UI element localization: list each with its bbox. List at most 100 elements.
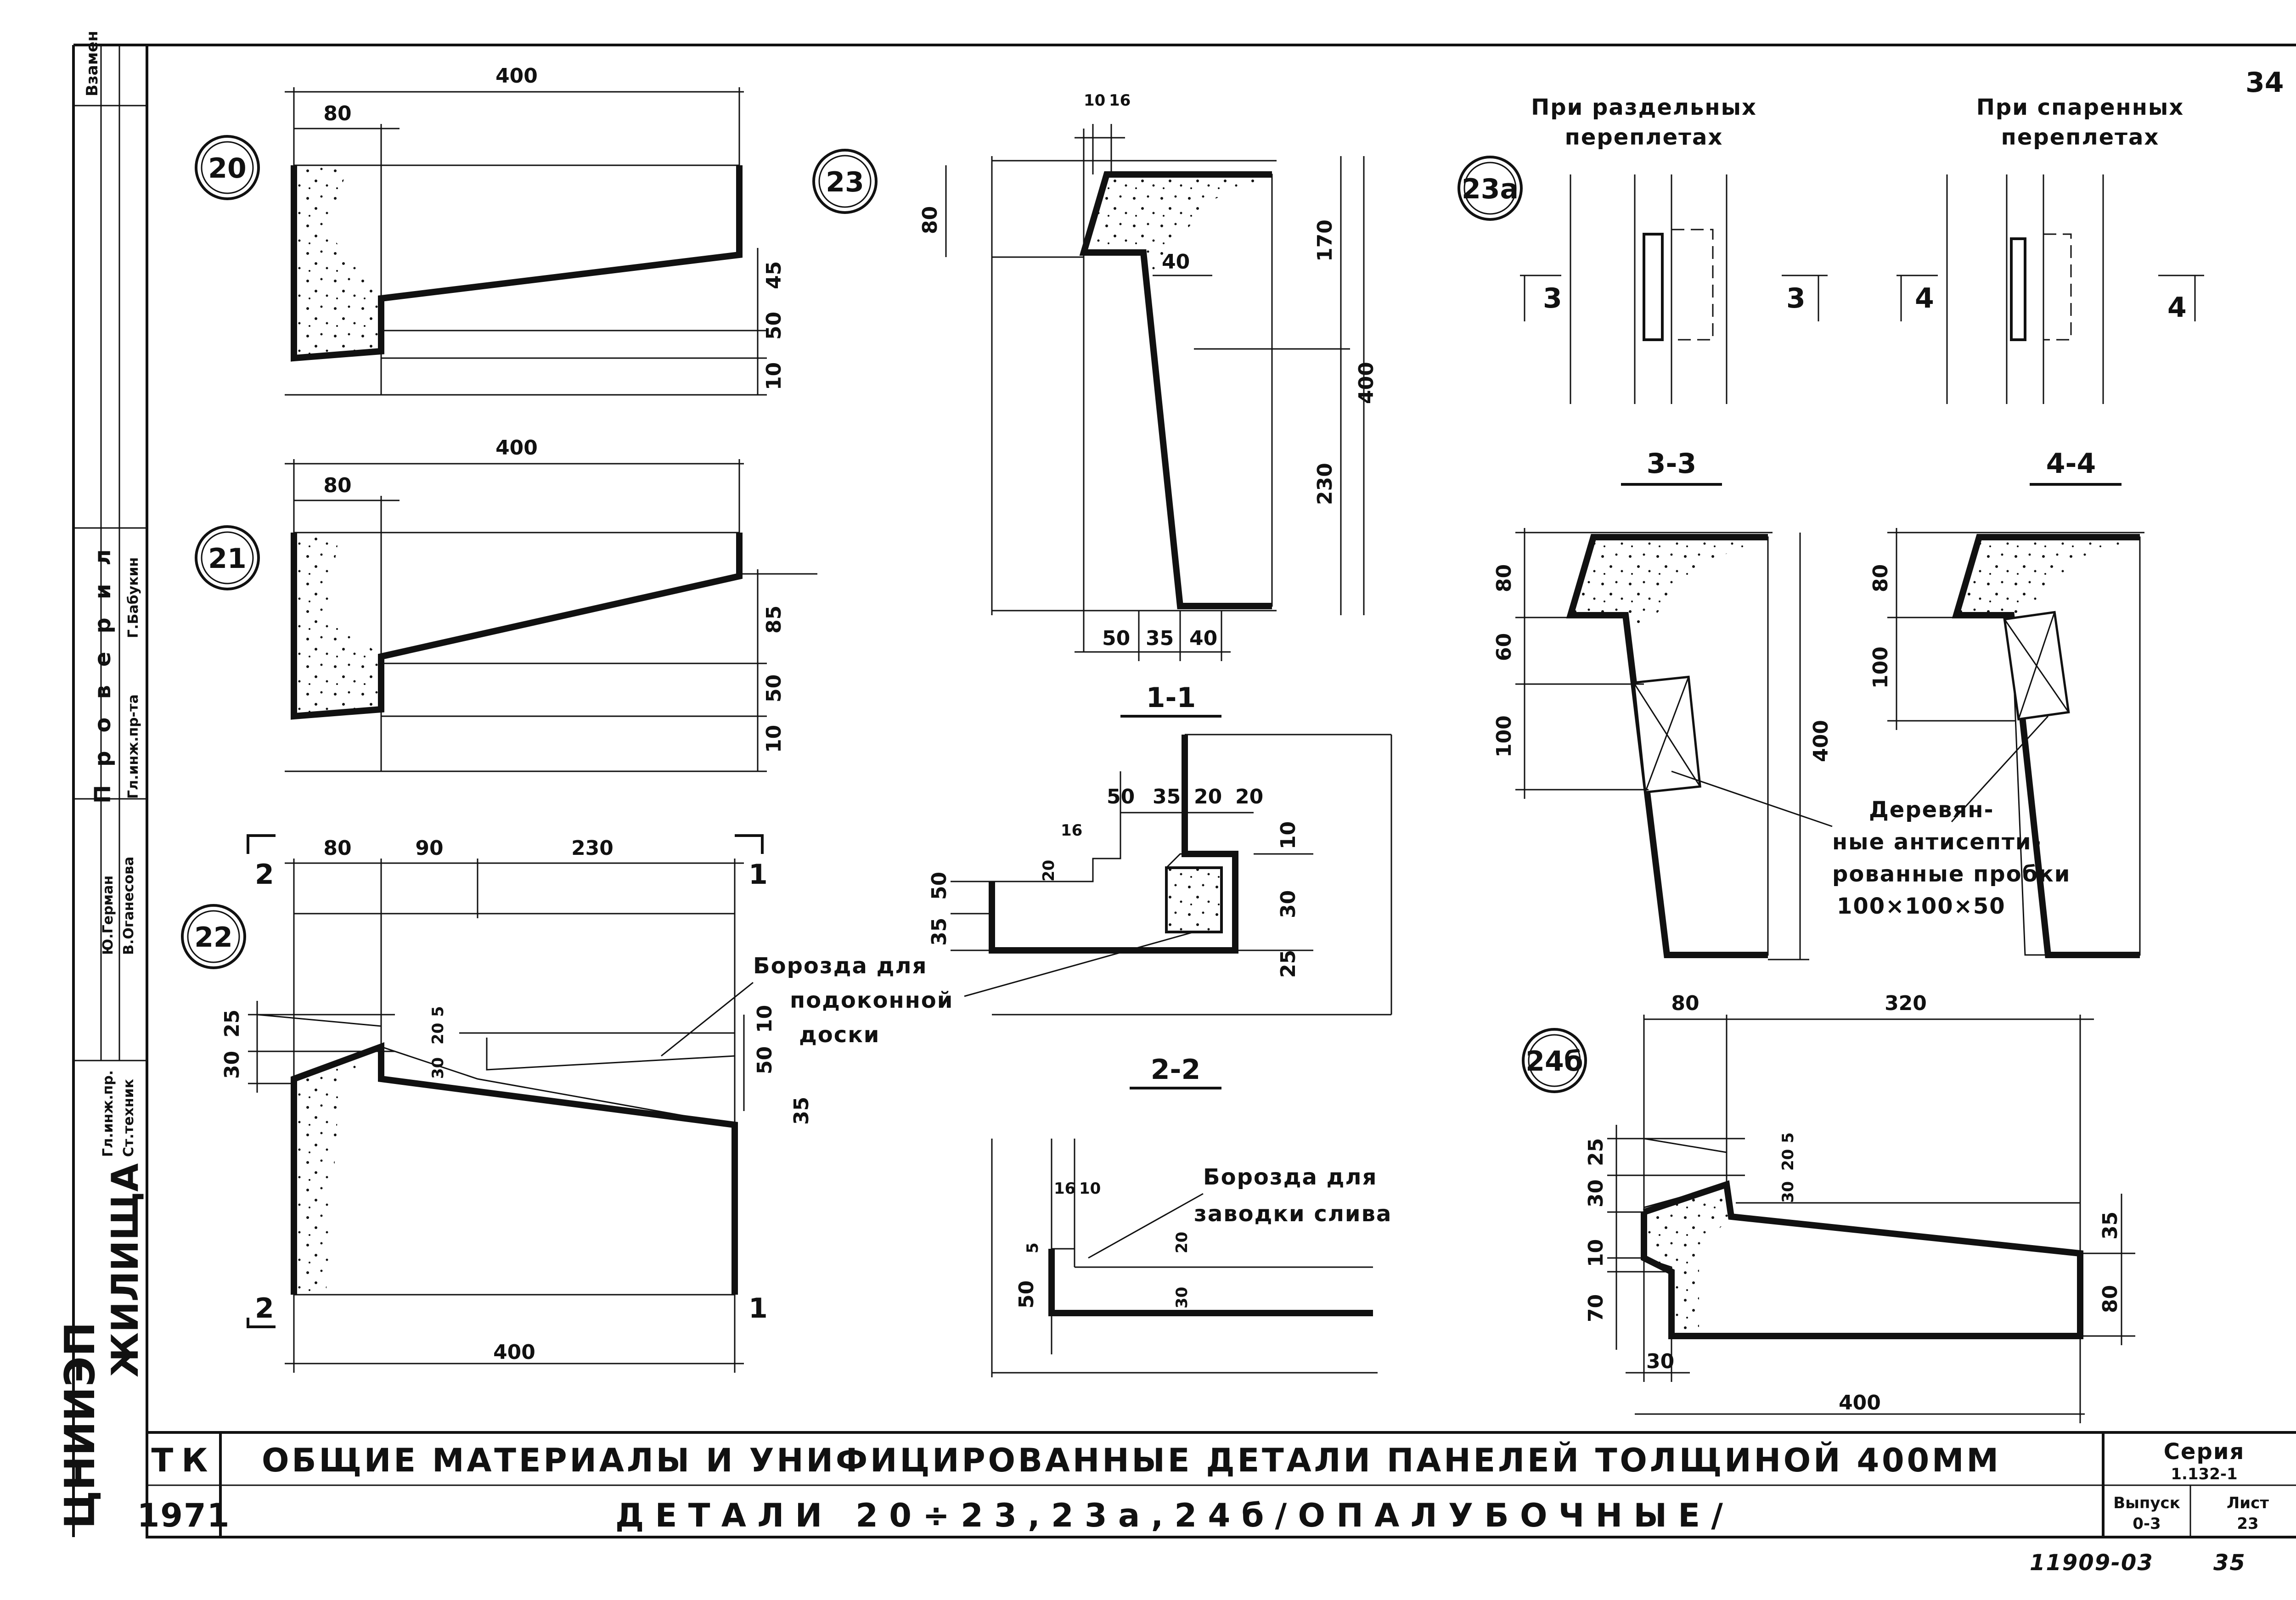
- drawing-text: 20: [429, 1023, 447, 1044]
- name-2: В.Оганесова: [121, 857, 137, 955]
- sill-groove-line3: доски: [799, 1022, 880, 1048]
- section-4-4-label: 4-4: [2046, 448, 2096, 480]
- drawing-polygon: [1956, 537, 2140, 615]
- drawing-circle: [1458, 156, 1523, 221]
- drawing-text: 20: [1235, 785, 1263, 808]
- drawing-text: 85: [762, 606, 786, 634]
- detail-21-label: 21: [208, 543, 247, 575]
- drawing-text: 50: [1107, 785, 1135, 808]
- drawing-text: 10: [753, 1005, 777, 1033]
- drawing-circle: [187, 910, 240, 963]
- role-1: Гл.инж.пр.: [100, 1070, 116, 1157]
- drawing-polyline: [257, 1014, 382, 1027]
- drawing-text: 35: [1146, 627, 1174, 650]
- drawing-text: 400: [1809, 720, 1833, 762]
- drawing-circle: [818, 155, 872, 208]
- sheet-label: Лист: [2227, 1494, 2269, 1512]
- title-block: ТК 1971 ОБЩИЕ МАТЕРИАЛЫ И УНИФИЦИРОВАННЫ…: [137, 1431, 2296, 1537]
- drawing-text: 320: [1885, 992, 1927, 1015]
- detail-23-label: 23: [826, 166, 864, 198]
- drawing-polygon: [294, 165, 381, 358]
- drawing-text: 3: [1786, 282, 1806, 314]
- drawing-text: 80: [323, 102, 351, 125]
- year-label: 1971: [137, 1497, 231, 1534]
- drawing-text: 16: [1054, 1179, 1075, 1198]
- detail-24b: 24б 80 320 30 25 30 20 5 35 80 10 70 30: [1522, 992, 2135, 1423]
- sheet-value: 23: [2237, 1515, 2258, 1533]
- drawing-text: 5: [1024, 1242, 1042, 1253]
- drawing-text: 30: [1173, 1287, 1191, 1308]
- general-title: ОБЩИЕ МАТЕРИАЛЫ И УНИФИЦИРОВАННЫЕ ДЕТАЛИ…: [262, 1442, 2007, 1479]
- drawing-text: 400: [495, 64, 538, 88]
- drawing-text: 80: [918, 206, 942, 234]
- drawing-text: 20: [1779, 1149, 1797, 1171]
- drawing-text: 100: [1869, 646, 1892, 689]
- name-1: Ю.Герман: [100, 876, 116, 955]
- drawing-circle: [1463, 162, 1517, 215]
- sheet-number-bottom: 35: [2213, 1550, 2246, 1576]
- drawing-text: 10: [762, 725, 786, 753]
- drawing-text: 400: [495, 436, 538, 460]
- drawing-text: 50: [762, 312, 786, 340]
- drawing-polyline: [1165, 853, 1235, 869]
- drawing-rect: [2010, 237, 2026, 341]
- drawing-text: 10: [1084, 91, 1105, 110]
- detail-23a-label: 23а: [1462, 173, 1519, 205]
- drawing-line: [964, 931, 1194, 997]
- detail-23: 23 10 16 80 170 400 230 40 50 35 40: [812, 91, 1378, 661]
- left-strip: Взамен ЦНИИЭП ЖИЛИЩА Проверил Гл.инж.пр.…: [56, 31, 146, 1529]
- drawing-polyline: [989, 735, 1238, 954]
- drawing-polyline: [247, 834, 276, 854]
- drawing-text: 80: [1492, 564, 1516, 592]
- institute-label: ЦНИИЭП: [56, 1322, 104, 1529]
- section-label: ЖИЛИЩА: [104, 1163, 146, 1377]
- drawing-rect: [1165, 866, 1223, 933]
- drawing-text: 30: [1584, 1179, 1608, 1207]
- drawing-text: 60: [1492, 633, 1516, 661]
- drawing-text: 400: [493, 1341, 535, 1364]
- detail-22: 22 80 90 230 400 2 2 1 1 30 25 30 20 5: [181, 834, 813, 1373]
- series-label: Серия: [2164, 1439, 2245, 1465]
- drawing-text: 400: [1355, 362, 1378, 404]
- detail-24b-label: 24б: [1525, 1045, 1583, 1078]
- drawing-text: 20: [1040, 860, 1058, 881]
- drawing-text: 40: [1189, 627, 1217, 650]
- drawing-circle: [201, 531, 254, 584]
- drawing-circle: [812, 149, 878, 214]
- drawing-polyline: [992, 771, 1121, 882]
- detail-20: 20 400 80 45 50 10: [195, 64, 786, 396]
- drawing-circle: [201, 141, 254, 194]
- drawing-text: 30: [429, 1057, 447, 1079]
- tk-label: ТК: [152, 1442, 216, 1479]
- drawing-text: 45: [762, 261, 786, 289]
- drawing-polyline: [486, 1038, 735, 1071]
- drawing-text: 80: [2099, 1285, 2122, 1313]
- detail-21: 21 400 80 85 50 10: [195, 436, 817, 772]
- drawing-polygon: [1570, 537, 1768, 634]
- drawing-text: переплетах: [2001, 124, 2160, 150]
- drawing-polygon: [294, 1047, 381, 1295]
- drawing-circle: [181, 904, 246, 969]
- drawing-text: 20: [1194, 785, 1222, 808]
- annotation-wood-plugs: Деревян- ные антисепти- рованные пробки …: [1671, 715, 2071, 919]
- drawing-text: 50: [1015, 1280, 1038, 1308]
- name-3: Г.Бабукин: [125, 557, 141, 638]
- drawing-polyline: [1952, 534, 2140, 958]
- detail-22-label: 22: [194, 921, 233, 954]
- drawing-text: 10: [1277, 821, 1300, 849]
- section-2-2-label: 2-2: [1151, 1054, 1200, 1086]
- cut-1-bottom: 1: [748, 1292, 768, 1325]
- drawing-text: 4: [1915, 282, 1934, 314]
- drawing-polyline: [1643, 1138, 1727, 1153]
- drawing-text: 30: [1779, 1181, 1797, 1203]
- drawing-text: 230: [571, 836, 613, 860]
- drawing-polyline: [2043, 233, 2072, 341]
- drawing-polygon: [293, 1046, 736, 1296]
- drawing-text: 5: [1779, 1132, 1797, 1143]
- wood-plugs-line3: рованные пробки: [1832, 861, 2071, 887]
- drawing-line: [1088, 1193, 1204, 1259]
- drawing-text: переплетах: [1565, 124, 1723, 150]
- wood-plugs-line1: Деревян-: [1869, 797, 1994, 823]
- drawing-line: [1951, 715, 2049, 823]
